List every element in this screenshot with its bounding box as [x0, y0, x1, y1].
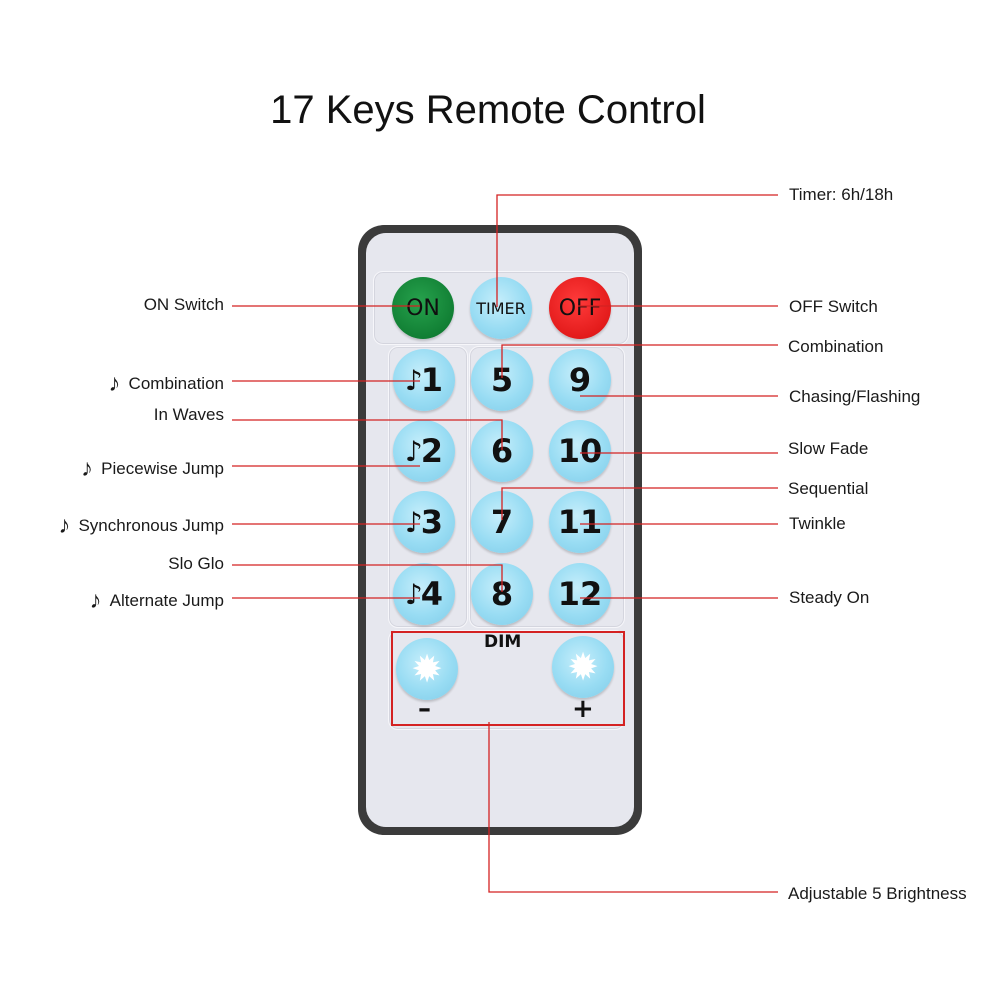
- dim-callout-box: [391, 631, 625, 726]
- brightness-leader-line: [488, 722, 778, 893]
- off-switch-label: OFF Switch: [789, 297, 878, 316]
- dim-plus-button[interactable]: ✹: [552, 636, 614, 698]
- alternate-label: ♪ Alternate Jump: [89, 585, 224, 614]
- synchronous-text: Synchronous Jump: [78, 516, 224, 535]
- music-key-label: 4: [420, 575, 444, 613]
- diagram-title: 17 Keys Remote Control: [270, 88, 706, 132]
- on-button-label: ON: [406, 295, 440, 321]
- combination-left-text: Combination: [128, 374, 224, 393]
- piecewise-label: ♪ Piecewise Jump: [81, 453, 224, 482]
- music-note-icon: ♪: [81, 455, 94, 482]
- music-note-icon: ♪: [404, 434, 423, 468]
- in-waves-leader-line: [232, 419, 503, 450]
- twinkle-label: Twinkle: [789, 514, 846, 533]
- music-note-icon: ♪: [404, 577, 423, 611]
- top-key-panel: [373, 271, 629, 345]
- dim-label: DIM: [484, 632, 522, 652]
- music-note-icon: ♪: [404, 363, 423, 397]
- music-key-label: 3: [420, 503, 444, 541]
- piecewise-text: Piecewise Jump: [101, 459, 224, 478]
- off-button[interactable]: OFF: [549, 277, 611, 339]
- key-label: 8: [490, 575, 514, 613]
- in-waves-label: In Waves: [153, 405, 224, 424]
- key-12-button[interactable]: 12: [549, 563, 611, 625]
- timer-label: Timer: 6h/18h: [789, 185, 894, 204]
- key-label: 6: [490, 432, 514, 470]
- on-switch-label: ON Switch: [143, 295, 224, 314]
- music-note-icon: ♪: [58, 512, 71, 539]
- combination-right-label: Combination: [788, 337, 884, 356]
- timer-leader-line: [496, 194, 778, 307]
- plus-sign: +: [572, 694, 594, 724]
- synchronous-label: ♪ Synchronous Jump: [58, 510, 224, 539]
- minus-sign: –: [418, 694, 431, 724]
- off-button-label: OFF: [558, 295, 602, 321]
- brightness-label: Adjustable 5 Brightness: [788, 884, 967, 903]
- sequential-label: Sequential: [788, 479, 869, 498]
- key-9-button[interactable]: 9: [549, 349, 611, 411]
- key-label: 7: [490, 503, 514, 541]
- music-note-icon: ♪: [108, 370, 121, 397]
- music-key-label: 1: [420, 361, 444, 399]
- key-6-button[interactable]: 6: [471, 420, 533, 482]
- sun-bright-icon: ✹: [567, 645, 599, 689]
- slo-glo-leader-line: [232, 564, 503, 592]
- number-key-panel: [469, 346, 625, 628]
- key-label: 5: [490, 361, 514, 399]
- key-label: 10: [557, 432, 603, 470]
- key-11-button[interactable]: 11: [549, 491, 611, 553]
- key-label: 9: [568, 361, 592, 399]
- key-10-button[interactable]: 10: [549, 420, 611, 482]
- chasing-label: Chasing/Flashing: [789, 387, 921, 406]
- music-alternate-button[interactable]: ♪4: [393, 563, 455, 625]
- alternate-text: Alternate Jump: [109, 591, 224, 610]
- slow-fade-label: Slow Fade: [788, 439, 869, 458]
- timer-button-label: TIMER: [476, 298, 526, 318]
- key-label: 12: [557, 575, 603, 613]
- sequential-leader-line: [501, 487, 778, 520]
- on-button[interactable]: ON: [392, 277, 454, 339]
- timer-button[interactable]: TIMER: [470, 277, 532, 339]
- music-combination-button[interactable]: ♪1: [393, 349, 455, 411]
- music-piecewise-button[interactable]: ♪2: [393, 420, 455, 482]
- music-note-icon: ♪: [89, 587, 102, 614]
- sun-dim-icon: ✹: [411, 647, 443, 691]
- music-note-icon: ♪: [404, 505, 423, 539]
- steady-on-label: Steady On: [789, 588, 870, 607]
- combination-left-label: ♪ Combination: [108, 368, 224, 397]
- music-key-label: 2: [420, 432, 444, 470]
- music-key-panel: [388, 346, 468, 628]
- music-synchronous-button[interactable]: ♪3: [393, 491, 455, 553]
- combination-right-leader-line: [501, 344, 778, 378]
- key-label: 11: [557, 503, 603, 541]
- dim-minus-button[interactable]: ✹: [396, 638, 458, 700]
- slo-glo-label: Slo Glo: [168, 554, 224, 573]
